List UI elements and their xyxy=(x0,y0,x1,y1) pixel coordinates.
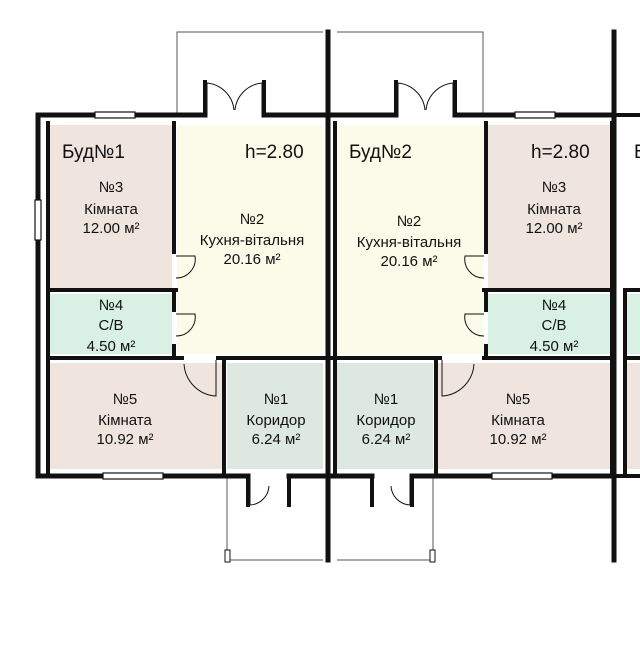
room-area: 20.16 м² xyxy=(223,251,280,268)
unit2-front-porch xyxy=(337,476,434,561)
room-type: Коридор xyxy=(356,412,415,429)
unit2-bath-label: №4 С/В 4.50 м² xyxy=(530,297,579,355)
unit2-corridor-label: №1 Коридор 6.24 м² xyxy=(356,391,415,448)
windows xyxy=(34,111,556,480)
room-fills xyxy=(50,125,640,469)
room-area: 20.16 м² xyxy=(380,253,437,270)
unit3-bath-fill xyxy=(625,294,640,354)
unit1-back-terrace xyxy=(176,31,323,115)
room-type: Кухня-вітальня xyxy=(357,234,461,251)
unit3-wall xyxy=(614,113,640,478)
terraces xyxy=(176,31,484,563)
unit1-outer-wall xyxy=(35,112,208,479)
unit3-room5-fill xyxy=(625,363,640,469)
interior-door xyxy=(183,360,217,397)
room-area: 12.00 м² xyxy=(82,220,139,237)
room-type: Кімната xyxy=(527,201,581,218)
window xyxy=(102,472,164,480)
room-area: 12.00 м² xyxy=(525,220,582,237)
room-area: 10.92 м² xyxy=(489,431,546,448)
room-type: Кухня-вітальня xyxy=(200,232,304,249)
room-number: №5 xyxy=(506,391,530,408)
entrance-door xyxy=(390,478,411,506)
room-area: 6.24 м² xyxy=(362,431,411,448)
room-area: 6.24 м² xyxy=(252,431,301,448)
unit3-name-partial: Б xyxy=(634,142,640,163)
entrance-door xyxy=(397,82,426,113)
entrance-door xyxy=(234,82,263,113)
unit1-room5-label: №5 Кімната 10.92 м² xyxy=(96,391,153,448)
unit2-interior-wall xyxy=(328,288,614,360)
window xyxy=(514,111,556,119)
unit2-corridor-fill xyxy=(337,363,433,469)
walls xyxy=(35,29,640,563)
interior-door xyxy=(175,255,196,279)
interior-door xyxy=(441,360,475,397)
interior-door xyxy=(464,255,485,279)
room-area: 10.92 м² xyxy=(96,431,153,448)
unit2-kitchen-fill xyxy=(337,125,483,354)
unit1-room3-fill xyxy=(50,125,172,289)
room-number: №1 xyxy=(264,391,288,408)
interior-door xyxy=(175,313,196,337)
unit2-room5-label: №5 Кімната 10.92 м² xyxy=(489,391,546,448)
unit1-corridor-fill xyxy=(227,363,323,469)
room-number: №2 xyxy=(240,211,264,228)
window xyxy=(94,111,136,119)
unit1-height: h=2.80 xyxy=(245,142,304,163)
unit1-name: Буд№1 xyxy=(62,142,125,163)
window xyxy=(34,199,42,241)
porch-post xyxy=(429,549,436,563)
unit2-name: Буд№2 xyxy=(349,142,412,163)
unit2-room5-fill xyxy=(438,363,610,469)
entrance-jamb xyxy=(246,474,414,507)
room-number: №5 xyxy=(113,391,137,408)
interior-door xyxy=(464,313,485,337)
doors xyxy=(175,82,485,506)
room-type: Кімната xyxy=(491,412,545,429)
room-number: №3 xyxy=(99,179,123,196)
room-number: №4 xyxy=(99,297,123,314)
entrance-door xyxy=(249,478,270,506)
window xyxy=(491,472,553,480)
unit1-bath-label: №4 С/В 4.50 м² xyxy=(87,297,136,355)
unit2-kitchen-label: №2 Кухня-вітальня 20.16 м² xyxy=(357,213,461,270)
unit2-room3-fill xyxy=(488,125,610,289)
room-type: С/В xyxy=(541,317,566,334)
room-number: №1 xyxy=(374,391,398,408)
entrance-jamb xyxy=(203,80,457,117)
unit1-kitchen-fill xyxy=(177,125,323,354)
unit2-room3-label: №3 Кімната 12.00 м² xyxy=(525,179,582,237)
entrance-door xyxy=(206,82,235,113)
room-type: Кімната xyxy=(84,201,138,218)
unit1-interior-wall xyxy=(46,288,327,360)
room-number: №3 xyxy=(542,179,566,196)
room-area: 4.50 м² xyxy=(530,338,579,355)
room-type: С/В xyxy=(98,317,123,334)
unit1-kitchen-label: №2 Кухня-вітальня 20.16 м² xyxy=(200,211,304,268)
unit1-front-porch xyxy=(226,476,323,561)
room-type: Кімната xyxy=(98,412,152,429)
unit1-bath-fill xyxy=(50,294,172,354)
room-type: Коридор xyxy=(246,412,305,429)
unit2-height: h=2.80 xyxy=(531,142,590,163)
unit1-room3-label: №3 Кімната 12.00 м² xyxy=(82,179,139,237)
room-number: №2 xyxy=(397,213,421,230)
entrance-door xyxy=(425,82,454,113)
unit2-back-terrace xyxy=(337,31,484,115)
unit2-interior-wall xyxy=(333,121,614,474)
porch-post xyxy=(224,549,231,563)
unit1-room5-fill xyxy=(50,363,222,469)
unit1-corridor-label: №1 Коридор 6.24 м² xyxy=(246,391,305,448)
unit2-bath-fill xyxy=(488,294,610,354)
room-area: 4.50 м² xyxy=(87,338,136,355)
room-number: №4 xyxy=(542,297,566,314)
